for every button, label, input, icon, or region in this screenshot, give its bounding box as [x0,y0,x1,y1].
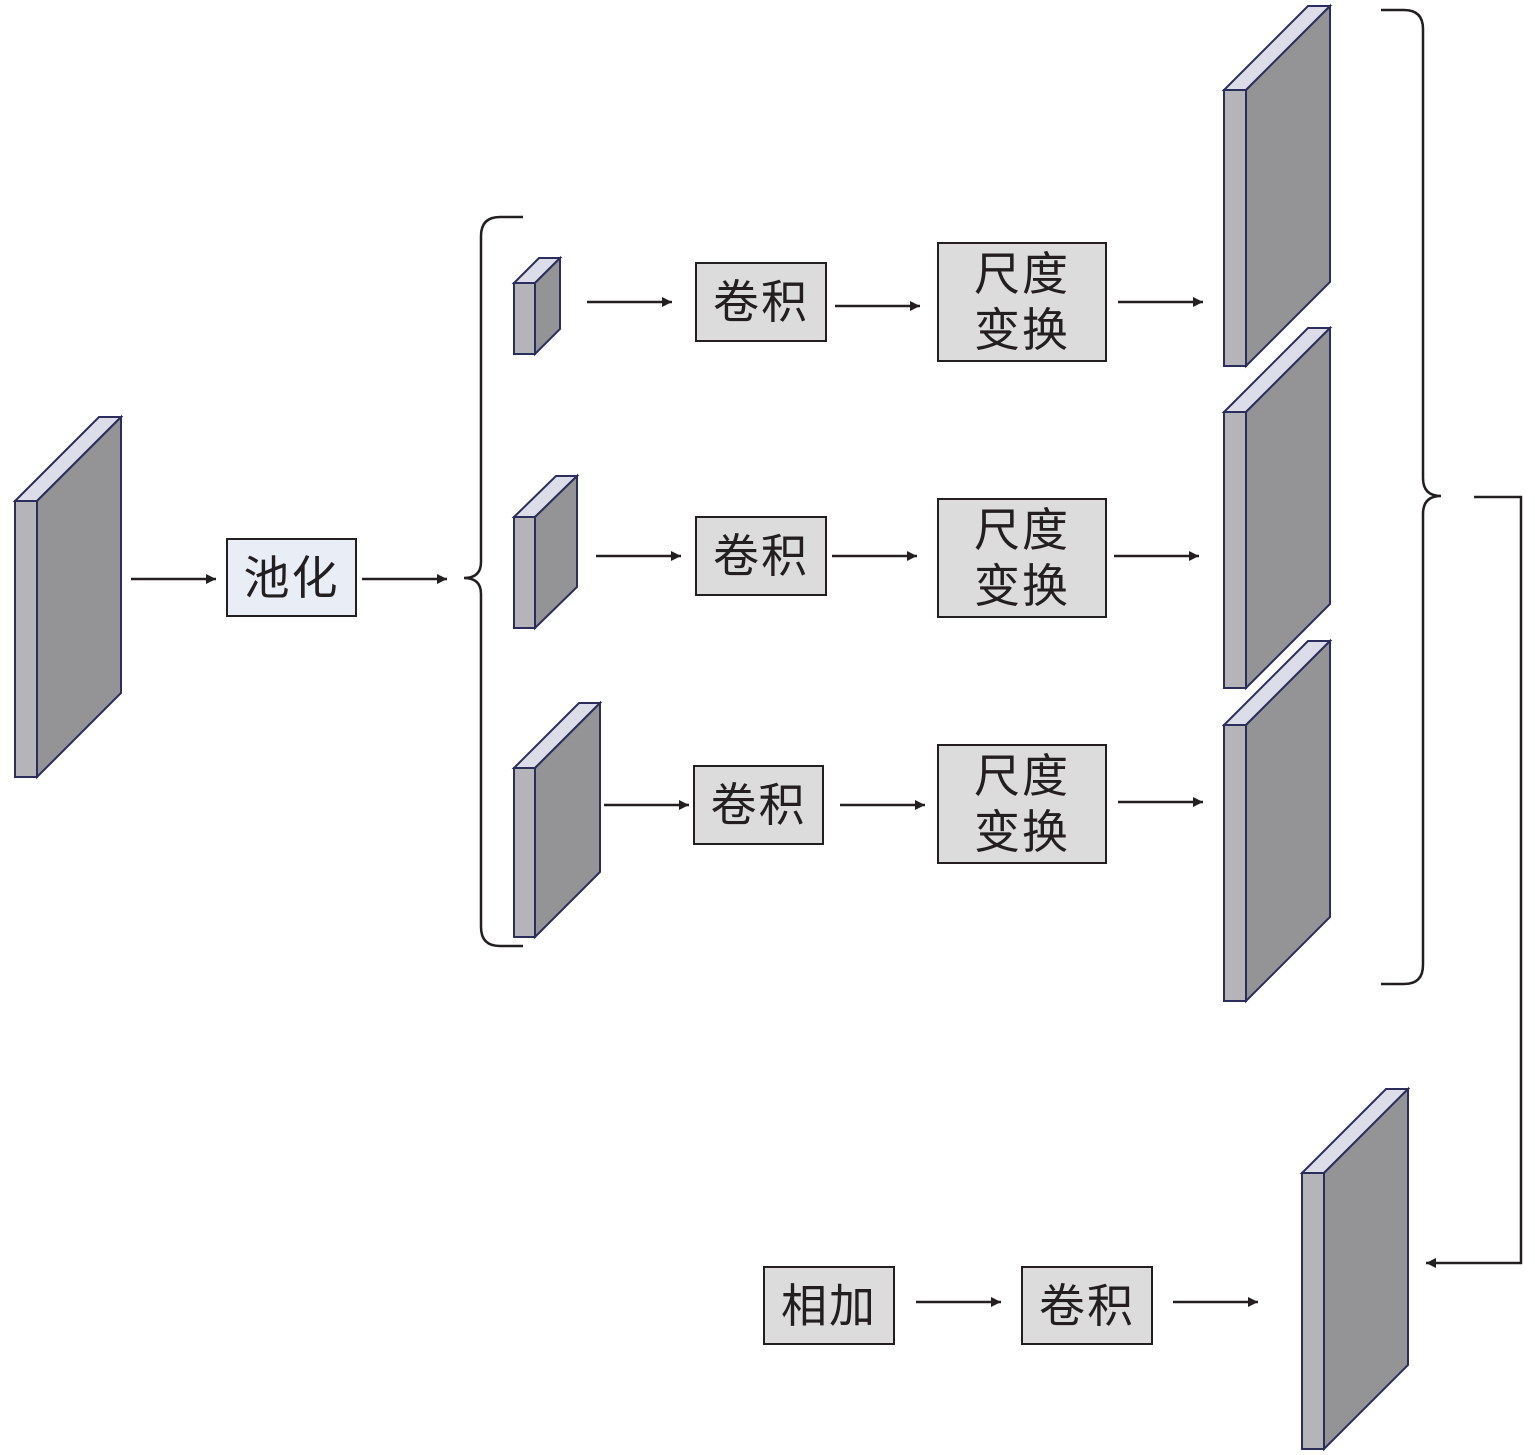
conv-box-1: 卷积 [695,262,827,342]
scaled-feature-map-2 [1221,325,1333,691]
scale-label-line2: 变换 [974,805,1070,859]
scale-label-line2: 变换 [974,559,1070,613]
scale-box-2: 尺度 变换 [937,498,1107,618]
conv-label: 卷积 [713,529,809,583]
scale-label-line1: 尺度 [974,247,1070,301]
pool-box: 池化 [226,538,357,617]
input-feature-map [12,414,124,780]
pooled-feature-map-small [511,255,563,357]
conv-box-3: 卷积 [693,765,824,845]
conv-label: 卷积 [710,778,807,832]
add-label: 相加 [781,1278,877,1333]
scaled-feature-map-3 [1221,638,1333,1004]
left-brace [463,215,523,948]
conv-label: 卷积 [1039,1278,1135,1333]
pool-label: 池化 [243,550,340,605]
right-brace [1381,8,1442,986]
scale-box-3: 尺度 变换 [937,744,1107,864]
add-box: 相加 [763,1266,895,1345]
conv-label: 卷积 [713,275,809,329]
scale-label-line1: 尺度 [974,503,1070,557]
scale-label-line2: 变换 [974,303,1070,357]
arrow-merge-connector [1426,495,1523,1268]
scale-label-line1: 尺度 [974,749,1070,803]
pooled-feature-map-large [511,700,603,940]
conv-box-2: 卷积 [695,516,827,596]
conv-box-final: 卷积 [1021,1266,1153,1345]
output-feature-map [1299,1086,1411,1452]
scale-box-1: 尺度 变换 [937,242,1107,362]
scaled-feature-map-1 [1221,3,1333,369]
pooled-feature-map-medium [511,473,580,631]
